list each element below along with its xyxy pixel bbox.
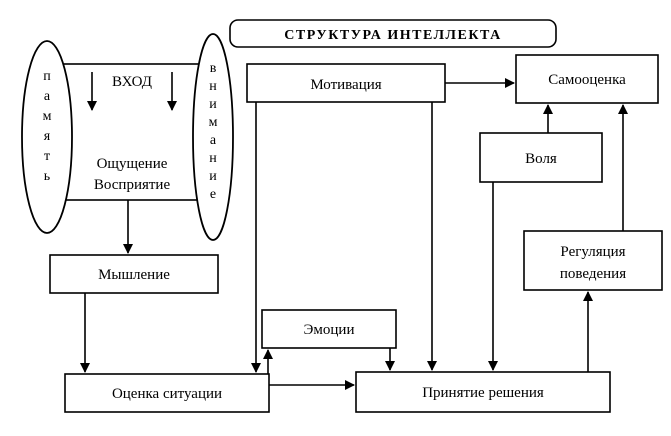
svg-text:м: м xyxy=(209,115,218,130)
svg-text:т: т xyxy=(44,149,50,164)
svg-text:н: н xyxy=(209,79,217,94)
thinking-box xyxy=(49,254,219,294)
situation-assessment-box xyxy=(64,373,270,413)
will-box xyxy=(479,132,603,183)
svg-text:в: в xyxy=(210,61,217,76)
perception-frame xyxy=(61,63,203,201)
title-box xyxy=(229,19,557,48)
svg-text:и: и xyxy=(209,169,217,184)
self-esteem-label: Самооценка xyxy=(548,72,626,88)
svg-text:а: а xyxy=(210,133,217,148)
self-esteem-box xyxy=(515,54,659,104)
memory-label: п а м я т ь xyxy=(43,69,52,184)
svg-text:е: е xyxy=(210,187,216,202)
svg-text:м: м xyxy=(43,109,52,124)
sensation-label: Ощущение xyxy=(97,156,168,172)
svg-text:н: н xyxy=(209,151,217,166)
emotions-box xyxy=(261,309,397,349)
memory-oval xyxy=(21,40,73,234)
svg-text:и: и xyxy=(209,97,217,112)
will-label: Воля xyxy=(525,151,557,167)
emotions-label: Эмоции xyxy=(304,322,355,338)
decision-box xyxy=(355,371,611,413)
behavior-regulation-label-2: поведения xyxy=(560,266,626,282)
motivation-label: Мотивация xyxy=(310,77,381,93)
diagram-title: СТРУКТУРА ИНТЕЛЛЕКТА xyxy=(284,28,501,43)
thinking-label: Мышление xyxy=(98,267,170,283)
svg-text:а: а xyxy=(44,89,51,104)
svg-text:ь: ь xyxy=(44,169,50,184)
svg-text:п: п xyxy=(43,69,51,84)
situation-assessment-label: Оценка ситуации xyxy=(112,386,222,402)
attention-oval xyxy=(192,33,234,241)
input-label: ВХОД xyxy=(112,74,152,90)
decision-label: Принятие решения xyxy=(422,385,544,401)
svg-text:я: я xyxy=(44,129,51,144)
attention-label: в н и м а н и е xyxy=(209,61,218,202)
perception-label: Восприятие xyxy=(94,177,171,193)
behavior-regulation-box xyxy=(523,230,663,291)
behavior-regulation-label-1: Регуляция xyxy=(560,244,625,260)
